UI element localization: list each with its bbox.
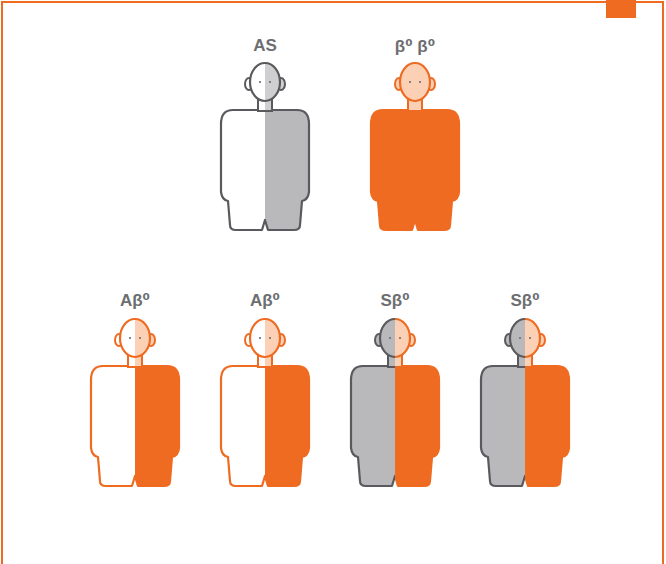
head-shape <box>265 63 280 101</box>
genotype-label: Aβ⁰ <box>120 290 150 311</box>
head-shape <box>510 319 525 357</box>
body-shape <box>265 110 309 230</box>
figure-half <box>221 63 265 230</box>
head-shape <box>395 319 410 357</box>
eye-dot <box>529 337 531 339</box>
figure-half <box>371 63 415 230</box>
body-shape <box>415 110 459 230</box>
figure-half <box>481 319 525 486</box>
eye-dot <box>269 337 271 339</box>
figure-half <box>265 63 309 230</box>
person-figure <box>481 319 569 486</box>
body-shape <box>221 110 265 230</box>
genotype-label: Sβ⁰ <box>380 290 409 311</box>
head-shape <box>265 319 280 357</box>
eye-dot <box>129 337 131 339</box>
eye-dot <box>139 337 141 339</box>
genotype-label: β⁰ β⁰ <box>395 36 435 57</box>
figure-half <box>525 319 569 486</box>
head-shape <box>250 63 265 101</box>
person-figure <box>221 319 309 486</box>
eye-dot <box>409 81 411 83</box>
figure-half <box>221 319 265 486</box>
corner-mark <box>606 0 636 18</box>
body-shape <box>525 366 569 486</box>
body-shape <box>91 366 135 486</box>
head-shape <box>120 319 135 357</box>
body-shape <box>221 366 265 486</box>
body-shape <box>481 366 525 486</box>
head-shape <box>400 63 415 101</box>
head-shape <box>380 319 395 357</box>
person-figure <box>351 319 439 486</box>
body-shape <box>395 366 439 486</box>
eye-dot <box>269 81 271 83</box>
figure-half <box>265 319 309 486</box>
head-shape <box>525 319 540 357</box>
body-shape <box>371 110 415 230</box>
eye-dot <box>419 81 421 83</box>
genotype-label: Sβ⁰ <box>510 290 539 311</box>
genotype-label: Aβ⁰ <box>250 290 280 311</box>
figure-half <box>135 319 179 486</box>
person-figure <box>371 63 459 230</box>
figure-half <box>351 319 395 486</box>
eye-dot <box>399 337 401 339</box>
genotype-label: AS <box>253 36 277 56</box>
eye-dot <box>389 337 391 339</box>
figure-half <box>395 319 439 486</box>
person-figure <box>91 319 179 486</box>
figure-half <box>91 319 135 486</box>
eye-dot <box>519 337 521 339</box>
head-shape <box>415 63 430 101</box>
eye-dot <box>259 337 261 339</box>
body-shape <box>351 366 395 486</box>
person-figure <box>221 63 309 230</box>
eye-dot <box>259 81 261 83</box>
body-shape <box>135 366 179 486</box>
body-shape <box>265 366 309 486</box>
figure-half <box>415 63 459 230</box>
head-shape <box>135 319 150 357</box>
head-shape <box>250 319 265 357</box>
